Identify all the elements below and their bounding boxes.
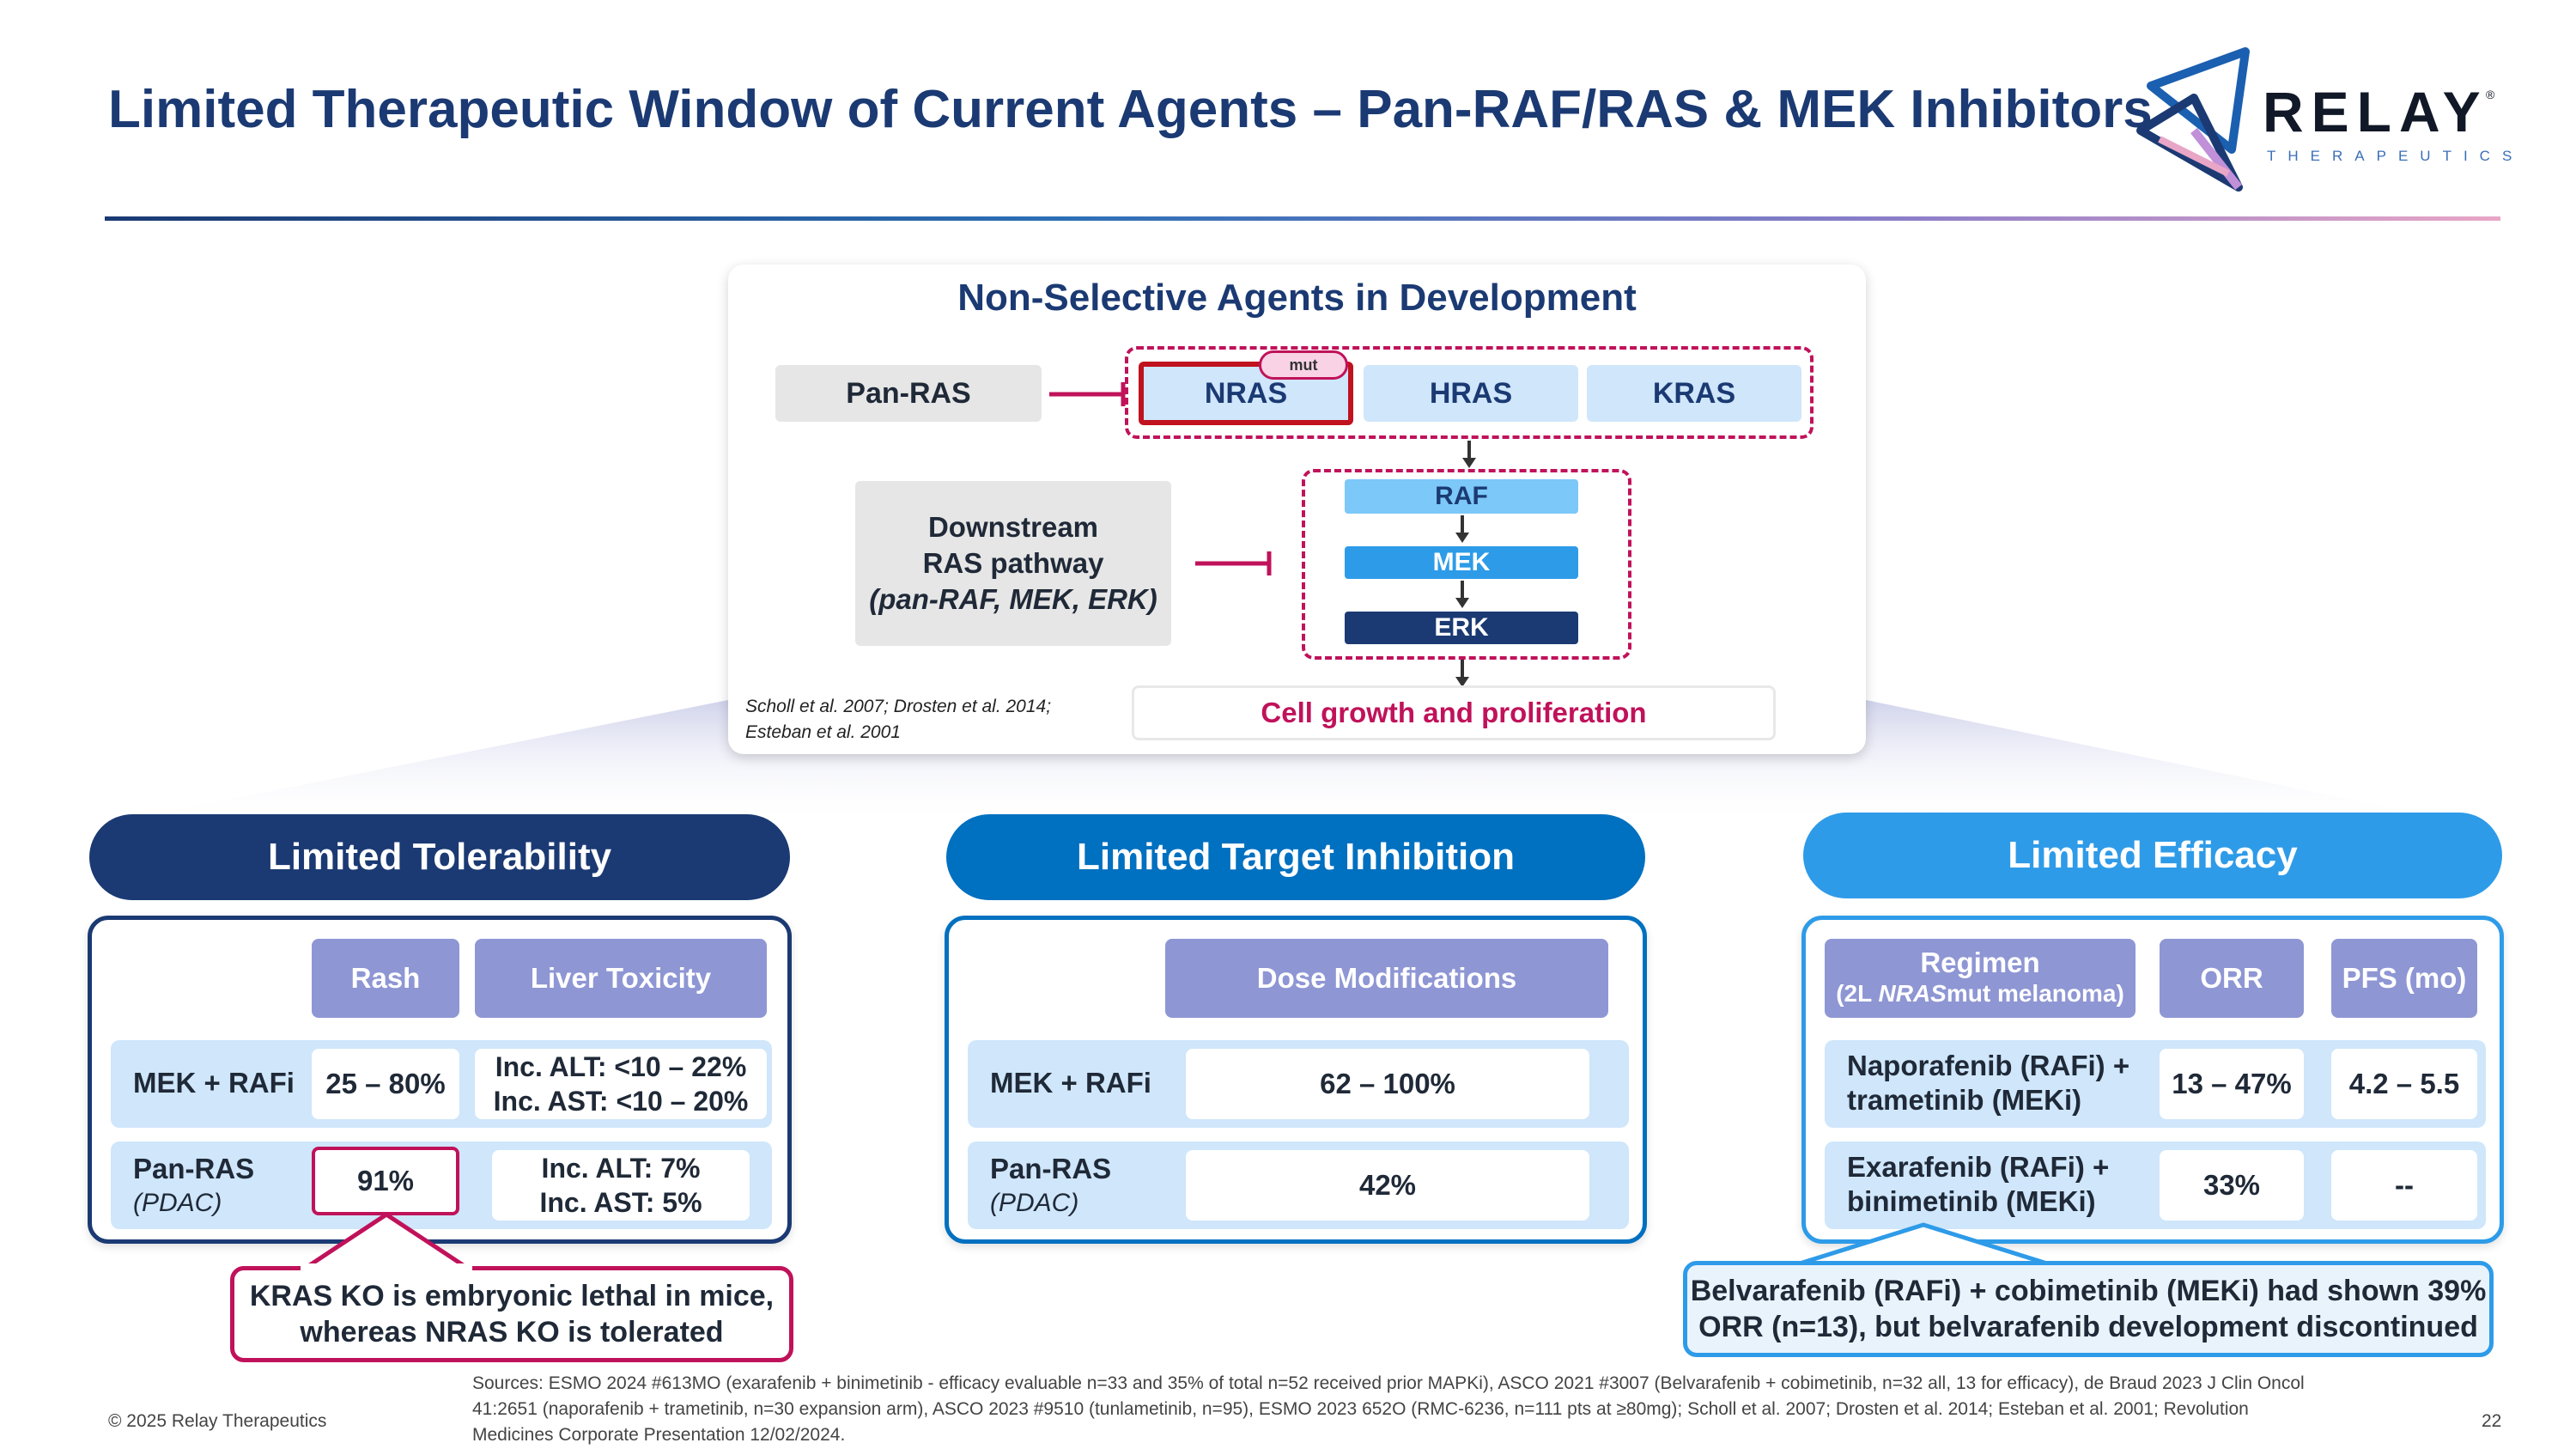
regimen-sub-nras: NRAS — [1878, 980, 1947, 1007]
mek-box: MEK — [1345, 546, 1578, 579]
table-row: MEK + RAFi 62 – 100% — [968, 1040, 1629, 1128]
row-label: Pan-RAS (PDAC) — [133, 1152, 254, 1221]
row-label: Naporafenib (RAFi) + trametinib (MEKi) — [1847, 1049, 2129, 1117]
table-row: Pan-RAS (PDAC) 91% Inc. ALT: 7% Inc. AST… — [111, 1142, 772, 1229]
sources-line-1: Sources: ESMO 2024 #613MO (exarafenib + … — [472, 1373, 2305, 1393]
tolerability-callout: KRAS KO is embryonic lethal in mice, whe… — [230, 1266, 793, 1362]
target-table: Dose Modifications MEK + RAFi 62 – 100% … — [945, 916, 1647, 1244]
copyright: © 2025 Relay Therapeutics — [108, 1411, 327, 1431]
callout-line-1: KRAS KO is embryonic lethal in mice, — [249, 1280, 775, 1312]
orr-value: 33% — [2160, 1150, 2304, 1221]
row-label-sub: (PDAC) — [990, 1189, 1079, 1217]
cell-growth-box: Cell growth and proliferation — [1132, 685, 1776, 740]
erk-box: ERK — [1345, 612, 1578, 644]
pfs-value: 4.2 – 5.5 — [2331, 1049, 2477, 1119]
target-header: Limited Target Inhibition — [946, 814, 1645, 900]
col-header-orr: ORR — [2160, 939, 2304, 1018]
row-label-main: Pan-RAS — [133, 1153, 255, 1184]
col-header-dose-modifications: Dose Modifications — [1165, 939, 1608, 1018]
mut-badge: mut — [1259, 350, 1348, 380]
regimen-subtitle: (2L NRASmut melanoma) — [1836, 978, 2124, 1009]
logo-registered-mark: ® — [2486, 88, 2495, 101]
callout-line-1: Belvarafenib (RAFi) + cobimetinib (MEKi)… — [1690, 1275, 2487, 1307]
page-number: 22 — [2482, 1411, 2502, 1431]
row-label-main: Pan-RAS — [990, 1153, 1112, 1184]
title-divider — [105, 216, 2500, 221]
kras-box: KRAS — [1587, 365, 1801, 422]
row-label-line-2: trametinib (MEKi) — [1847, 1084, 2082, 1116]
alt-value: Inc. ALT: 7% — [541, 1153, 701, 1184]
col-header-pfs: PFS (mo) — [2331, 939, 2477, 1018]
sources-line-3: Medicines Corporate Presentation 12/02/2… — [472, 1425, 846, 1445]
table-row: Pan-RAS (PDAC) 42% — [968, 1142, 1629, 1229]
citation-line-2: Esteban et al. 2001 — [745, 722, 901, 742]
pan-ras-inhibition-arrow — [1049, 382, 1126, 406]
down-arrow-icon — [1455, 515, 1469, 543]
liver-value: Inc. ALT: <10 – 22% Inc. AST: <10 – 20% — [475, 1049, 767, 1119]
efficacy-header: Limited Efficacy — [1803, 813, 2502, 898]
callout-line-2: whereas NRAS KO is tolerated — [300, 1316, 724, 1349]
down-arrow-icon — [1462, 441, 1476, 468]
rash-value: 25 – 80% — [312, 1049, 459, 1119]
down-arrow-icon — [1455, 581, 1469, 608]
callout-pointer-mask — [301, 1263, 472, 1272]
table-row: Exarafenib (RAFi) + binimetinib (MEKi) 3… — [1825, 1142, 2486, 1229]
raf-box: RAF — [1345, 479, 1578, 514]
pan-ras-box: Pan-RAS — [775, 365, 1042, 422]
row-label-sub: (PDAC) — [133, 1189, 222, 1217]
downstream-line-3: (pan-RAF, MEK, ERK) — [869, 583, 1157, 615]
col-header-regimen: Regimen (2L NRASmut melanoma) — [1825, 939, 2136, 1018]
row-label: Exarafenib (RAFi) + binimetinib (MEKi) — [1847, 1150, 2109, 1219]
tolerability-table: Rash Liver Toxicity MEK + RAFi 25 – 80% … — [88, 916, 792, 1244]
row-label: Pan-RAS (PDAC) — [990, 1152, 1111, 1221]
sources: Sources: ESMO 2024 #613MO (exarafenib + … — [472, 1371, 2464, 1448]
orr-value: 13 – 47% — [2160, 1049, 2304, 1119]
rash-value-highlighted: 91% — [312, 1147, 459, 1215]
pfs-value: -- — [2331, 1150, 2477, 1221]
row-label: MEK + RAFi — [990, 1067, 1151, 1099]
ras-dashed-group — [1125, 346, 1814, 439]
logo-subtitle: THERAPEUTICS — [2267, 148, 2524, 164]
row-label: MEK + RAFi — [133, 1067, 295, 1099]
tolerability-header: Limited Tolerability — [89, 814, 790, 900]
row-label-line-1: Naporafenib (RAFi) + — [1847, 1050, 2130, 1081]
regimen-sub-c: mut melanoma) — [1946, 980, 2124, 1007]
callout-line-2: ORR (n=13), but belvarafenib development… — [1698, 1311, 2478, 1343]
logo-wordmark: RELAY — [2263, 80, 2488, 143]
hras-box: HRAS — [1364, 365, 1578, 422]
table-row: MEK + RAFi 25 – 80% Inc. ALT: <10 – 22% … — [111, 1040, 772, 1128]
down-arrow-icon — [1455, 660, 1469, 687]
table-row: Naporafenib (RAFi) + trametinib (MEKi) 1… — [1825, 1040, 2486, 1128]
diagram-panel: Non-Selective Agents in Development Pan-… — [728, 265, 1866, 754]
dose-mod-value: 42% — [1186, 1150, 1589, 1221]
alt-value: Inc. ALT: <10 – 22% — [495, 1051, 747, 1082]
relay-mark-icon — [2136, 47, 2250, 192]
liver-value: Inc. ALT: 7% Inc. AST: 5% — [492, 1150, 750, 1221]
efficacy-callout: Belvarafenib (RAFi) + cobimetinib (MEKi)… — [1683, 1261, 2494, 1357]
ast-value: Inc. AST: 5% — [539, 1187, 702, 1218]
diagram-citation: Scholl et al. 2007; Drosten et al. 2014;… — [745, 694, 1123, 746]
dose-mod-value: 62 – 100% — [1186, 1049, 1589, 1119]
row-label-line-2: binimetinib (MEKi) — [1847, 1185, 2096, 1217]
diagram-title: Non-Selective Agents in Development — [957, 277, 1637, 319]
col-header-liver-toxicity: Liver Toxicity — [475, 939, 767, 1018]
cascade-dashed-group — [1302, 469, 1631, 660]
downstream-inhibition-arrow — [1195, 551, 1272, 575]
sources-line-2: 41:2651 (naporafenib + trametinib, n=30 … — [472, 1399, 2249, 1419]
efficacy-table: Regimen (2L NRASmut melanoma) ORR PFS (m… — [1801, 916, 2504, 1244]
relay-logo: RELAY ® THERAPEUTICS — [2134, 45, 2512, 199]
regimen-title: Regimen — [1920, 947, 2040, 978]
downstream-box: Downstream RAS pathway (pan-RAF, MEK, ER… — [855, 481, 1171, 646]
regimen-sub-a: (2L — [1836, 980, 1879, 1007]
col-header-rash: Rash — [312, 939, 459, 1018]
ast-value: Inc. AST: <10 – 20% — [493, 1086, 749, 1117]
citation-line-1: Scholl et al. 2007; Drosten et al. 2014; — [745, 697, 1052, 716]
downstream-line-1: Downstream — [927, 511, 1099, 543]
page-title: Limited Therapeutic Window of Current Ag… — [108, 80, 2153, 139]
downstream-line-2: RAS pathway — [922, 547, 1104, 579]
row-label-line-1: Exarafenib (RAFi) + — [1847, 1151, 2110, 1183]
